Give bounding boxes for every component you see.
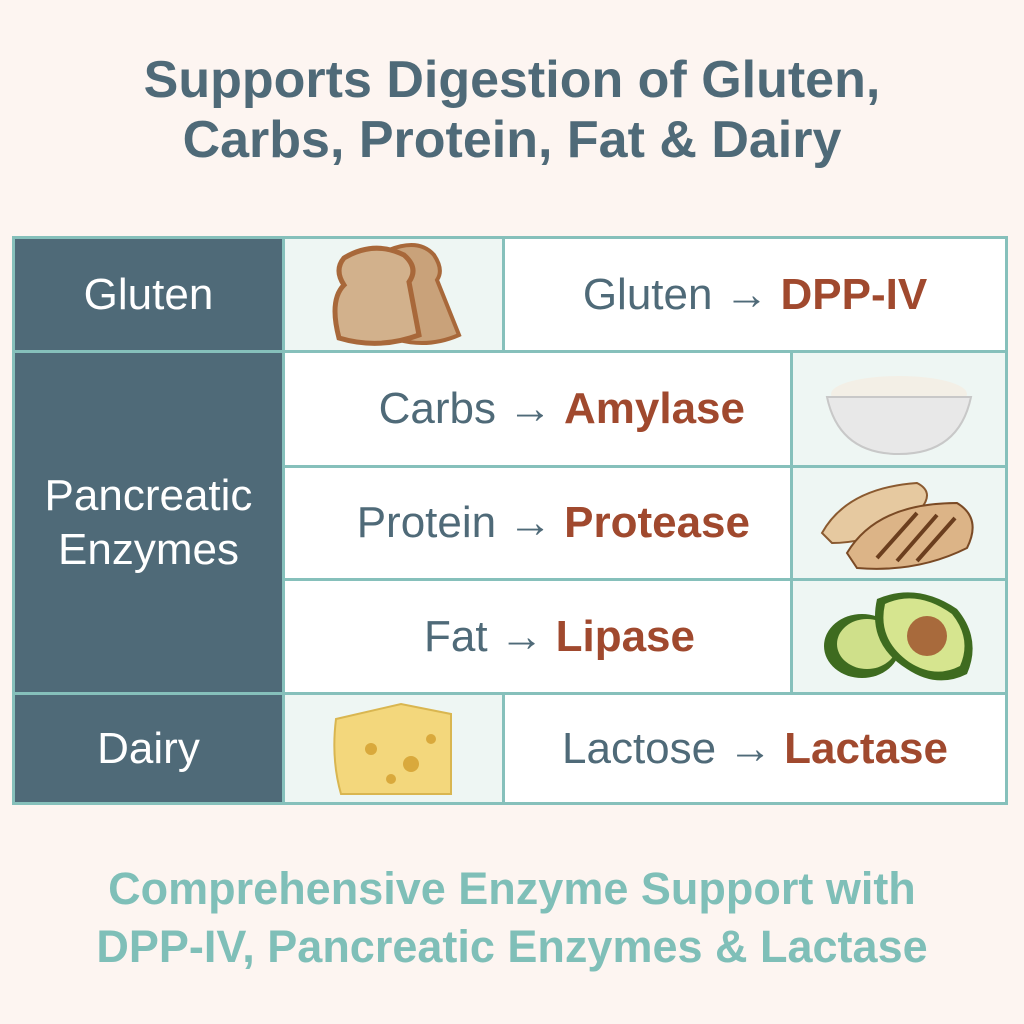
protein-protease: Protein→Protease: [282, 465, 793, 581]
category-gluten: Gluten: [12, 236, 285, 353]
category-pancreatic-enzymes: Pancreatic Enzymes: [12, 350, 285, 695]
arrow-icon: →: [728, 723, 773, 773]
fat-lipase: Fat→Lipase: [282, 578, 793, 695]
carbs-amylase: Carbs→Amylase: [282, 350, 793, 468]
avocado-icon: [790, 578, 1008, 695]
category-dairy: Dairy: [12, 692, 285, 805]
arrow-icon: →: [499, 611, 544, 661]
footer-tagline: Comprehensive Enzyme Support with DPP-IV…: [96, 863, 928, 972]
chicken-icon: [790, 465, 1008, 581]
cheese-icon: [282, 692, 505, 805]
gluten-dpp-iv: Gluten→DPP-IV: [502, 236, 1008, 353]
arrow-icon: →: [507, 384, 552, 433]
lactose-lactase: Lactose→Lactase: [502, 692, 1008, 805]
rice-bowl-icon: [790, 350, 1008, 468]
page-title: Supports Digestion of Gluten, Carbs, Pro…: [143, 51, 881, 169]
arrow-icon: →: [724, 269, 769, 319]
arrow-icon: →: [508, 498, 553, 547]
bread-icon: [282, 236, 505, 353]
